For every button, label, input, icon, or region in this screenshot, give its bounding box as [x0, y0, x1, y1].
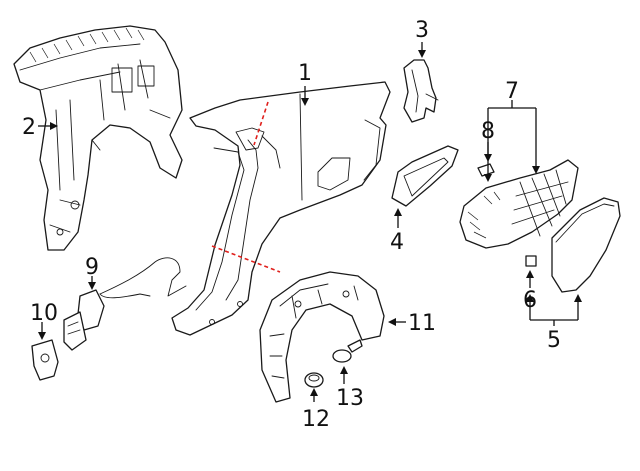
- callout-8: 8: [481, 119, 495, 144]
- callout-3: 3: [415, 18, 429, 43]
- callout-13: 13: [336, 386, 364, 411]
- callout-9: 9: [85, 255, 99, 280]
- callout-6: 6: [523, 288, 537, 313]
- cut-line-lower: [211, 245, 281, 273]
- part-1-quarter-panel[interactable]: [171, 81, 391, 336]
- cut-line-upper: [253, 101, 269, 146]
- part-11-wheel-liner[interactable]: [259, 271, 385, 403]
- part-9-connector[interactable]: [63, 311, 87, 351]
- callout-10: 10: [30, 301, 58, 326]
- part-7-filler-housing[interactable]: [459, 159, 579, 249]
- part-6-clip[interactable]: [525, 255, 537, 267]
- callout-12: 12: [302, 407, 330, 432]
- part-9-actuator-cable[interactable]: [77, 257, 187, 331]
- part-3-bracket[interactable]: [403, 59, 439, 123]
- callout-11: 11: [408, 311, 436, 336]
- part-5-fuel-door[interactable]: [551, 197, 621, 293]
- callout-4: 4: [390, 230, 404, 255]
- callout-1: 1: [298, 61, 312, 86]
- part-4-trim-frame[interactable]: [391, 145, 459, 207]
- part-8-clip[interactable]: [477, 163, 495, 177]
- leader-lines: [38, 42, 582, 402]
- part-10-bracket[interactable]: [31, 339, 59, 381]
- callout-5: 5: [547, 328, 561, 353]
- callout-labels: 1 2 3 4 5 6 7 8 9 10 11 12 13: [22, 18, 561, 432]
- part-12-clip[interactable]: [304, 372, 324, 388]
- callout-2: 2: [22, 115, 36, 140]
- callout-7: 7: [505, 79, 519, 104]
- part-2-inner-panel[interactable]: [13, 25, 183, 251]
- part-13-screw[interactable]: [332, 339, 363, 363]
